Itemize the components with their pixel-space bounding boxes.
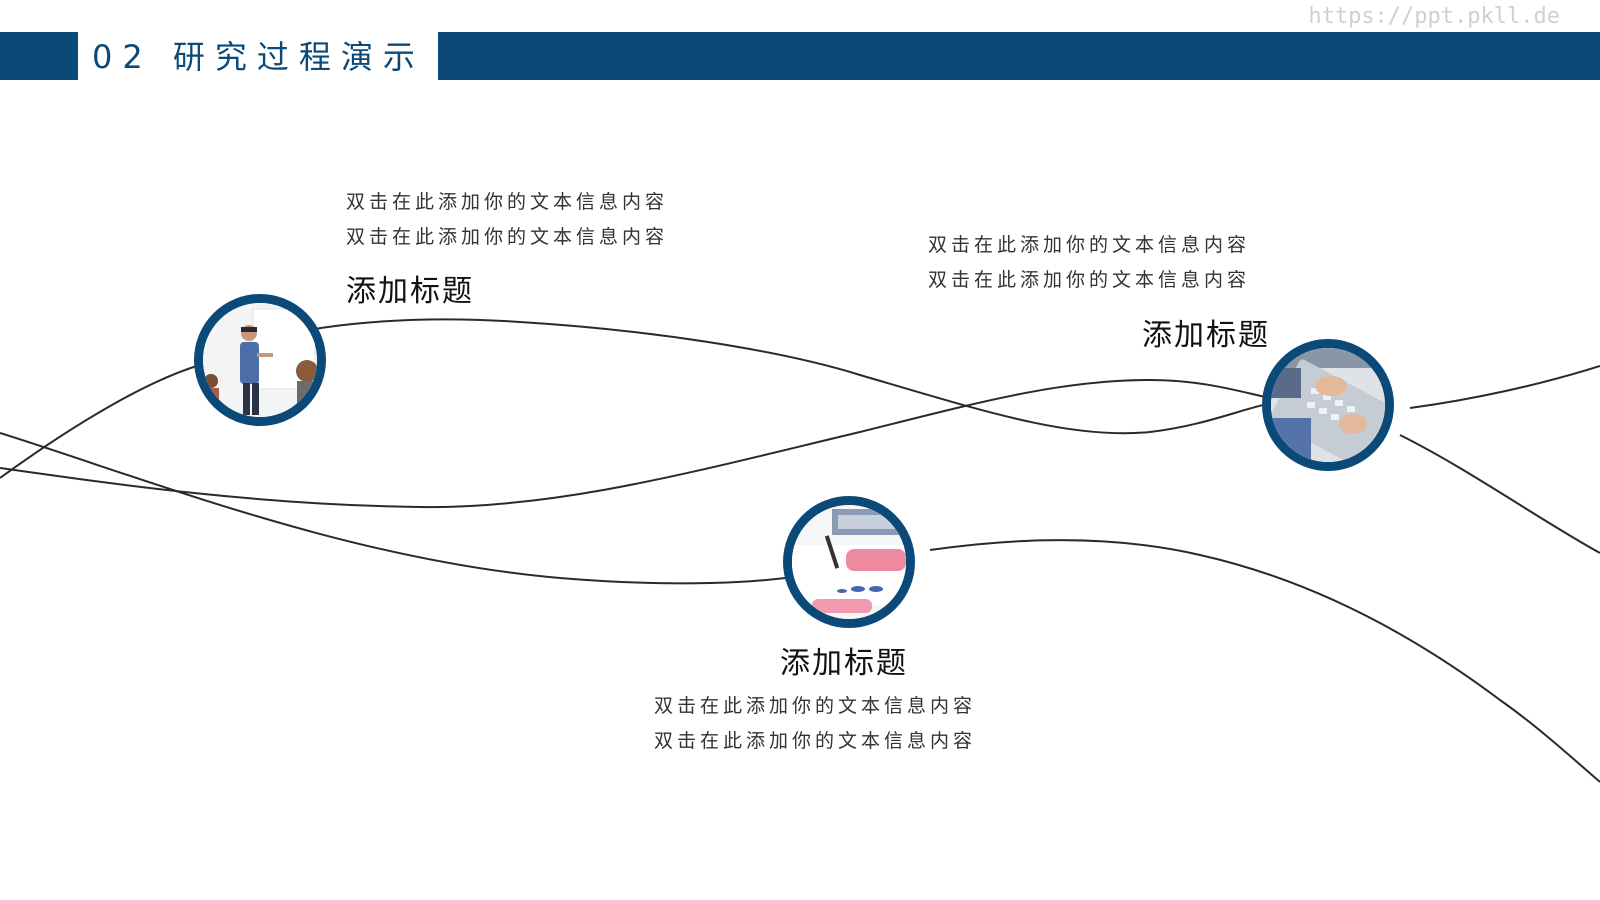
step-1-photo (194, 294, 326, 426)
step-3-line-2: 双击在此添加你的文本信息内容 (928, 269, 1251, 291)
watermark: https://ppt.pkll.de (1308, 4, 1560, 29)
curve-4 (929, 539, 1600, 783)
step-2-line-2: 双击在此添加你的文本信息内容 (654, 730, 977, 752)
step-2-text: 双击在此添加你的文本信息内容 双击在此添加你的文本信息内容 (654, 689, 976, 759)
teacher-whiteboard-photo (203, 303, 317, 417)
curve-5 (1409, 365, 1600, 409)
writing-hands-photo (792, 505, 906, 619)
step-2-line-1: 双击在此添加你的文本信息内容 (654, 695, 977, 717)
step-1-line-2: 双击在此添加你的文本信息内容 (346, 226, 669, 248)
curve-1 (0, 318, 1281, 479)
curve-2 (0, 378, 1281, 509)
step-1-title: 添加标题 (346, 274, 474, 309)
header-bar-right (438, 32, 1600, 80)
step-3-photo (1262, 339, 1394, 471)
curve-3 (0, 432, 801, 585)
step-3-title: 添加标题 (1142, 318, 1270, 353)
step-3-line-1: 双击在此添加你的文本信息内容 (928, 234, 1251, 256)
step-3-text: 双击在此添加你的文本信息内容 双击在此添加你的文本信息内容 (928, 228, 1250, 298)
step-1-text: 双击在此添加你的文本信息内容 双击在此添加你的文本信息内容 (346, 185, 668, 255)
curve-6 (1399, 434, 1600, 554)
step-1-line-1: 双击在此添加你的文本信息内容 (346, 191, 669, 213)
step-2-photo (783, 496, 915, 628)
keyboard-typing-photo (1271, 348, 1385, 462)
step-2-title: 添加标题 (780, 646, 908, 681)
section-title: 02 研究过程演示 (92, 38, 425, 76)
header-bar-left (0, 32, 78, 80)
